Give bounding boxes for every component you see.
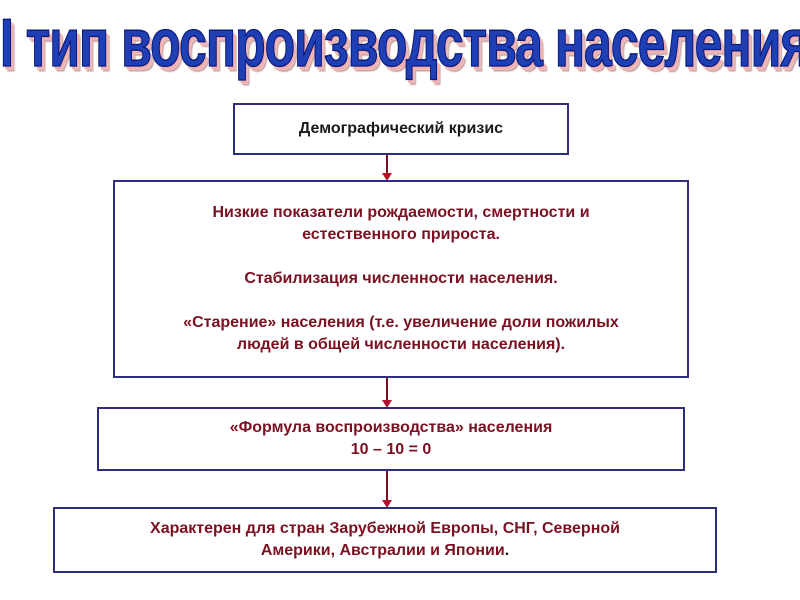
box-demographic-crisis: Демографический кризис xyxy=(233,103,569,155)
characteristics-line-5: людей в общей численности населения). xyxy=(236,336,566,353)
arrow-down-3 xyxy=(382,471,392,508)
countries-line-1: Характерен для стран Зарубежной Европы, … xyxy=(150,520,620,537)
countries-line-2: Америки, Австралии и Японии. xyxy=(261,540,509,562)
arrow-down-1 xyxy=(382,155,392,181)
characteristics-line-3: Стабилизация численности населения. xyxy=(244,270,558,287)
formula-line-1: «Формула воспроизводства» населения xyxy=(229,419,553,436)
crisis-text: Демографический кризис xyxy=(298,120,504,137)
box-countries: Характерен для стран Зарубежной Европы, … xyxy=(53,507,717,573)
characteristics-line-1: Низкие показатели рождаемости, смертност… xyxy=(212,204,590,221)
countries-period: . xyxy=(504,542,510,559)
slide-title: I тип воспроизводства населения xyxy=(0,5,800,82)
characteristics-line-4: «Старение» населения (т.е. увеличение до… xyxy=(183,314,619,331)
box-characteristics: Низкие показатели рождаемости, смертност… xyxy=(113,180,689,378)
countries-line-2-text: Америки, Австралии и Японии xyxy=(260,542,505,559)
arrow-down-2 xyxy=(382,378,392,408)
characteristics-line-2: естественного прироста. xyxy=(302,226,500,243)
formula-line-2: 10 – 10 = 0 xyxy=(350,441,432,458)
box-formula: «Формула воспроизводства» населения 10 –… xyxy=(97,407,685,471)
